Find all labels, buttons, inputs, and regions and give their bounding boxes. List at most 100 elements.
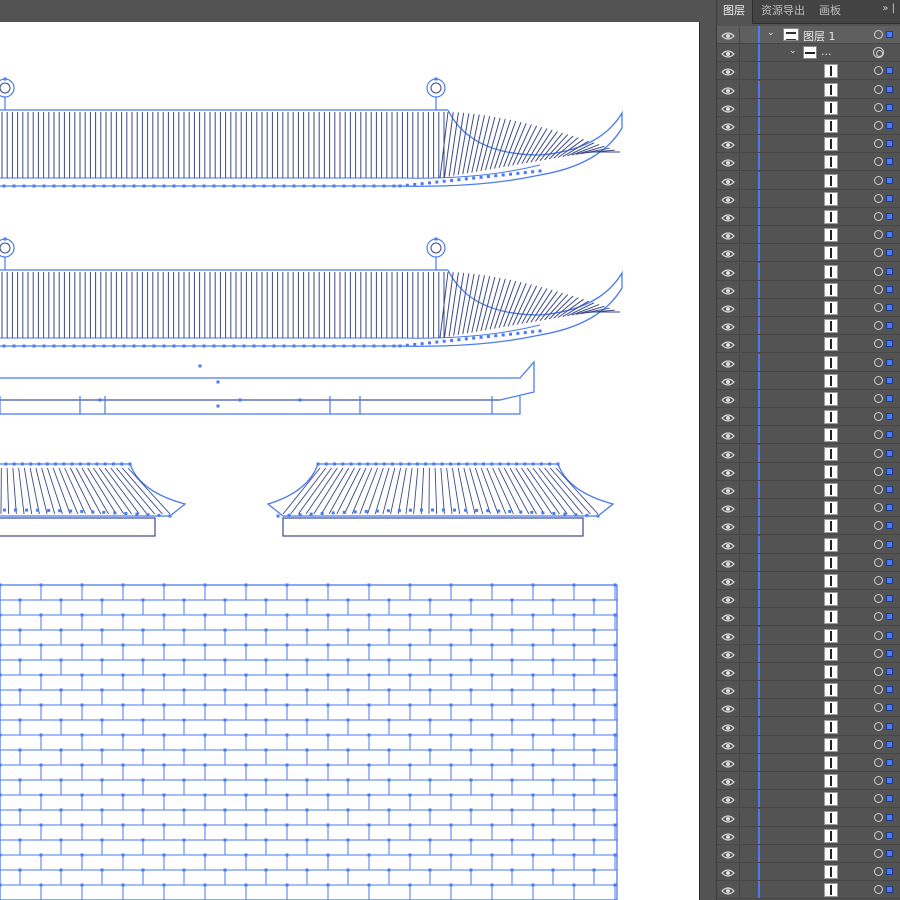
eye-icon[interactable]	[721, 119, 735, 133]
anchor-point[interactable]	[592, 658, 596, 662]
roof-top-tile[interactable]	[444, 112, 454, 178]
roof-second-tile[interactable]	[562, 300, 589, 318]
small-roof-right-tile[interactable]	[336, 467, 361, 515]
anchor-point[interactable]	[102, 344, 106, 348]
anchor-point[interactable]	[413, 342, 417, 346]
anchor-point[interactable]	[472, 336, 476, 340]
anchor-point[interactable]	[22, 184, 26, 188]
roof-top-tile[interactable]	[439, 111, 449, 179]
roof-second-tile[interactable]	[530, 289, 553, 323]
anchor-point[interactable]	[39, 793, 43, 797]
anchor-point[interactable]	[386, 509, 390, 513]
anchor-point[interactable]	[449, 763, 453, 767]
selection-square-icon[interactable]	[886, 850, 893, 857]
anchor-point[interactable]	[453, 508, 457, 512]
anchor-point[interactable]	[572, 883, 576, 887]
anchor-point[interactable]	[203, 823, 207, 827]
anchor-point[interactable]	[82, 344, 86, 348]
roof-top-tile[interactable]	[525, 128, 548, 164]
anchor-point[interactable]	[141, 748, 145, 752]
eye-icon[interactable]	[721, 774, 735, 788]
finial-0[interactable]	[0, 78, 15, 98]
anchor-point[interactable]	[556, 462, 560, 466]
eye-icon[interactable]	[721, 811, 735, 825]
anchor-point[interactable]	[312, 344, 316, 348]
anchor-point[interactable]	[285, 613, 289, 617]
anchor-point[interactable]	[100, 868, 104, 872]
anchor-point[interactable]	[121, 883, 125, 887]
roof-second-tile[interactable]	[553, 297, 579, 319]
small-roof-right-tile[interactable]	[498, 467, 522, 515]
anchor-point[interactable]	[434, 237, 438, 241]
small-roof-left-tile[interactable]	[104, 467, 140, 515]
roof-second-tile[interactable]	[489, 278, 506, 330]
small-roof-left-tile[interactable]	[35, 467, 48, 515]
anchor-point[interactable]	[464, 508, 468, 512]
anchor-point[interactable]	[449, 613, 453, 617]
roof-second-tile[interactable]	[503, 281, 522, 328]
anchor-point[interactable]	[305, 838, 309, 842]
anchor-point[interactable]	[58, 509, 62, 513]
anchor-point[interactable]	[490, 763, 494, 767]
roof-top-tile[interactable]	[512, 124, 532, 166]
anchor-point[interactable]	[0, 883, 2, 887]
anchor-point[interactable]	[122, 184, 126, 188]
layer-row[interactable]: ⌄图层 1	[717, 26, 900, 44]
anchor-point[interactable]	[490, 823, 494, 827]
anchor-point[interactable]	[490, 462, 494, 466]
eye-icon[interactable]	[721, 374, 735, 388]
selection-square-icon[interactable]	[886, 813, 893, 821]
anchor-point[interactable]	[531, 733, 535, 737]
roof-second-outline[interactable]	[0, 269, 623, 347]
anchor-point[interactable]	[132, 344, 136, 348]
anchor-point[interactable]	[18, 598, 22, 602]
anchor-point[interactable]	[475, 508, 479, 512]
anchor-point[interactable]	[264, 718, 268, 722]
anchor-point[interactable]	[551, 718, 555, 722]
anchor-point[interactable]	[121, 673, 125, 677]
selection-square-icon[interactable]	[886, 431, 893, 439]
anchor-point[interactable]	[124, 511, 128, 515]
anchor-point[interactable]	[305, 718, 309, 722]
selection-square-icon[interactable]	[886, 395, 893, 402]
roof-top-tile[interactable]	[457, 113, 470, 175]
anchor-point[interactable]	[367, 613, 371, 617]
anchor-point[interactable]	[326, 613, 330, 617]
anchor-point[interactable]	[18, 778, 22, 782]
anchor-point[interactable]	[407, 462, 411, 466]
roof-second-tile[interactable]	[521, 286, 543, 325]
target-circle-icon[interactable]	[874, 630, 883, 640]
anchor-point[interactable]	[405, 183, 409, 187]
eye-icon[interactable]	[721, 228, 735, 242]
small-roof-right-tile[interactable]	[440, 467, 445, 515]
anchor-point[interactable]	[309, 512, 313, 516]
selection-square-icon[interactable]	[886, 231, 893, 239]
target-circle-icon[interactable]	[874, 284, 883, 294]
anchor-point[interactable]	[203, 763, 207, 767]
eye-icon[interactable]	[721, 319, 735, 333]
small-roof-right-tile[interactable]	[405, 467, 413, 515]
roof-top-tile[interactable]	[471, 115, 485, 173]
anchor-point[interactable]	[326, 673, 330, 677]
small-roof-right-tile[interactable]	[515, 467, 545, 515]
layer-item-row[interactable]	[717, 608, 900, 627]
roof-second-tile[interactable]	[475, 276, 491, 332]
layer-item-row[interactable]	[717, 826, 900, 845]
layer-item-row[interactable]	[717, 462, 900, 481]
anchor-point[interactable]	[464, 177, 468, 181]
small-roof-right-tile[interactable]	[382, 467, 396, 515]
anchor-point[interactable]	[264, 658, 268, 662]
anchor-point[interactable]	[112, 344, 116, 348]
small-roof-right-tile[interactable]	[549, 467, 591, 515]
selection-square-icon[interactable]	[886, 631, 893, 639]
finial-inner-1[interactable]	[430, 82, 442, 94]
anchor-point[interactable]	[100, 598, 104, 602]
anchor-point[interactable]	[172, 344, 176, 348]
small-roof-right-tile[interactable]	[509, 467, 537, 515]
anchor-point[interactable]	[432, 462, 436, 466]
anchor-point[interactable]	[121, 853, 125, 857]
anchor-point[interactable]	[450, 338, 454, 342]
anchor-point[interactable]	[531, 643, 535, 647]
anchor-point[interactable]	[2, 184, 6, 188]
anchor-point[interactable]	[223, 628, 227, 632]
